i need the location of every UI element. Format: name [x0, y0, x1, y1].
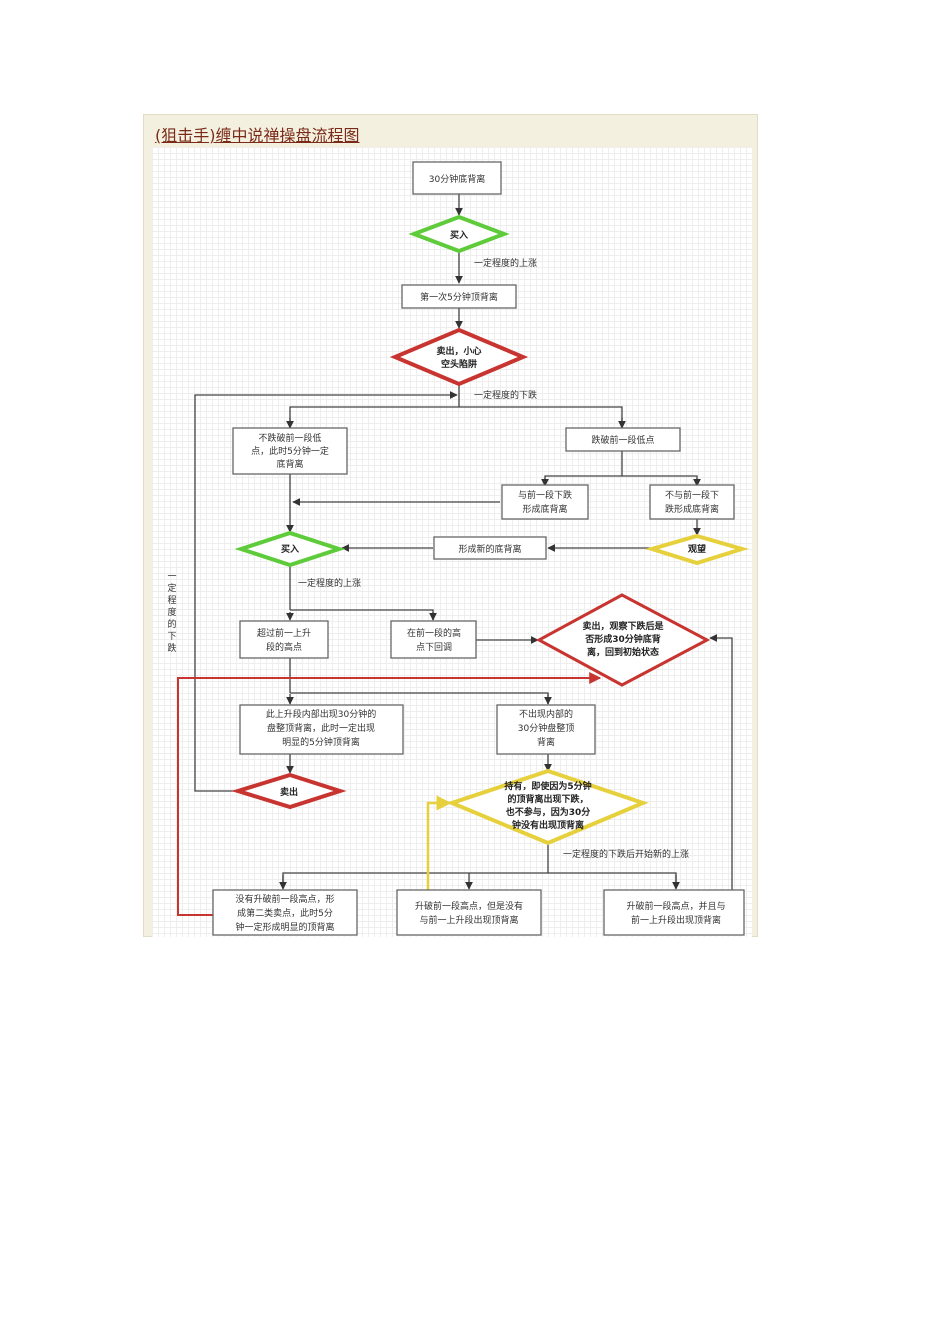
- label-hold-2: 的顶背离出现下跌，: [507, 793, 588, 805]
- edge-label-fall1: 一定程度的下跌: [474, 389, 537, 401]
- label-new-bottom-div: 形成新的底背离: [458, 543, 521, 555]
- label-form-bottom-div-2: 形成底背离: [522, 503, 567, 515]
- label-no-form-bottom-div-1: 不与前一段下: [665, 489, 719, 501]
- node-no-form-bottom-div: [649, 484, 735, 520]
- label-buy2: 买入: [281, 544, 299, 555]
- node-break-high-with-div: [603, 889, 745, 936]
- node-no-break-high: [212, 889, 358, 936]
- label-no-break-high-3: 钟一定形成明显的顶背离: [235, 921, 334, 933]
- label-hold-3: 也不参与，因为30分: [506, 806, 591, 818]
- label-no-break-high-1: 没有升破前一段高点，形: [235, 893, 334, 905]
- label-sell-observe-3: 离，回到初始状态: [587, 646, 659, 658]
- fall-left-char: 一: [167, 572, 176, 582]
- edge-yellow-loop: [426, 795, 452, 893]
- label-buy1: 买入: [450, 230, 468, 241]
- label-no-break-low-2: 点，此时5分钟一定: [251, 445, 329, 457]
- title-link-flowchart[interactable]: 缠中说禅操盘流程图: [215, 126, 360, 145]
- node-exceed-high: [239, 620, 329, 659]
- fall-left-char: 度: [167, 606, 176, 618]
- title-link-sniper[interactable]: (狙击手): [155, 126, 216, 145]
- label-start: 30分钟底背离: [429, 173, 485, 185]
- edge-label-rise1: 一定程度的上涨: [474, 257, 537, 269]
- node-break-high-no-div: [396, 889, 542, 936]
- node-start: [412, 161, 502, 195]
- label-no-break-low-3: 底背离: [276, 458, 303, 470]
- fall-left-char: 程: [167, 595, 176, 606]
- node-watch: [645, 533, 749, 566]
- label-hold-4: 钟没有出现顶背离: [512, 819, 584, 831]
- label-first5min: 第一次5分钟顶背离: [420, 291, 498, 303]
- label-exceed-high-1: 超过前一上升: [257, 627, 311, 639]
- node-hold: [446, 768, 649, 846]
- label-sell-caution-1: 卖出，小心: [436, 345, 481, 357]
- label-pullback-2: 点下回调: [416, 642, 452, 653]
- node-internal-30min-div: [239, 704, 404, 755]
- fall-left-char: 的: [167, 618, 176, 630]
- label-break-high-with-div-2: 前一上升段出现顶背离: [631, 914, 721, 926]
- label-break-high-no-div-1: 升破前一段高点，但是没有: [415, 900, 523, 912]
- label-sell-caution-2: 空头陷阱: [441, 358, 477, 370]
- connectors: [194, 194, 733, 892]
- label-no-internal-div-1: 不出现内部的: [519, 708, 573, 720]
- label-internal-div-3: 明显的5分钟顶背离: [282, 736, 360, 748]
- label-break-low: 跌破前一段低点: [591, 434, 654, 446]
- label-no-break-low-1: 不跌破前一段低: [258, 432, 321, 444]
- label-break-high-no-div-2: 与前一上升段出现顶背离: [419, 914, 518, 926]
- label-no-internal-div-2: 30分钟盘整顶: [518, 722, 574, 734]
- node-sell-observe: [535, 593, 711, 687]
- node-pullback-below-high: [390, 620, 477, 659]
- node-no-break-low: [232, 427, 348, 475]
- label-exceed-high-2: 段的高点: [266, 641, 302, 653]
- node-sell2: [231, 772, 347, 810]
- label-internal-div-1: 此上升段内部出现30分钟的: [266, 708, 376, 720]
- node-no-internal-30min-div: [496, 704, 596, 755]
- label-form-bottom-div-1: 与前一段下跌: [518, 489, 572, 501]
- edge-loop-fall: [194, 391, 458, 792]
- label-sell-observe-1: 卖出，观察下跌后是: [582, 620, 664, 632]
- diagram-canvas: [152, 147, 752, 937]
- label-watch: 观望: [688, 543, 706, 555]
- edge-split: [289, 406, 623, 428]
- edge-break-high-sellobs: [709, 634, 733, 892]
- edge-label-fall-then-rise: 一定程度的下跌后开始新的上涨: [563, 848, 689, 860]
- label-internal-div-2: 盘整顶背离，此时一定出现: [267, 722, 375, 734]
- label-sell-observe-2: 否形成30分钟底背: [584, 633, 661, 645]
- edge-label-fall-left: 一 定 程 度 的 下 跌: [167, 572, 176, 654]
- node-sell-caution: [389, 327, 529, 387]
- node-first5min: [401, 284, 517, 309]
- fall-left-char: 跌: [167, 643, 176, 654]
- node-buy2: [234, 530, 346, 568]
- edge-label-rise2: 一定程度的上涨: [298, 577, 361, 589]
- label-pullback-1: 在前一段的高: [407, 627, 461, 639]
- fall-left-char: 下: [167, 632, 176, 642]
- edge-red-loop: [177, 672, 602, 916]
- node-break-low: [565, 427, 681, 452]
- label-hold-1: 持有，即使因为5分钟: [504, 780, 591, 792]
- label-sell2: 卖出: [280, 786, 298, 798]
- label-no-internal-div-3: 背离: [537, 736, 555, 748]
- label-no-break-high-2: 成第二类卖点，此时5分: [237, 907, 333, 919]
- label-break-high-with-div-1: 升破前一段高点，并且与: [626, 900, 725, 912]
- label-no-form-bottom-div-2: 跌形成底背离: [665, 503, 719, 515]
- node-buy1: [408, 214, 510, 254]
- node-new-bottom-div: [433, 536, 547, 560]
- page-title: (狙击手)缠中说禅操盘流程图: [155, 122, 360, 146]
- node-form-bottom-div: [501, 484, 589, 520]
- fall-left-char: 定: [167, 582, 176, 594]
